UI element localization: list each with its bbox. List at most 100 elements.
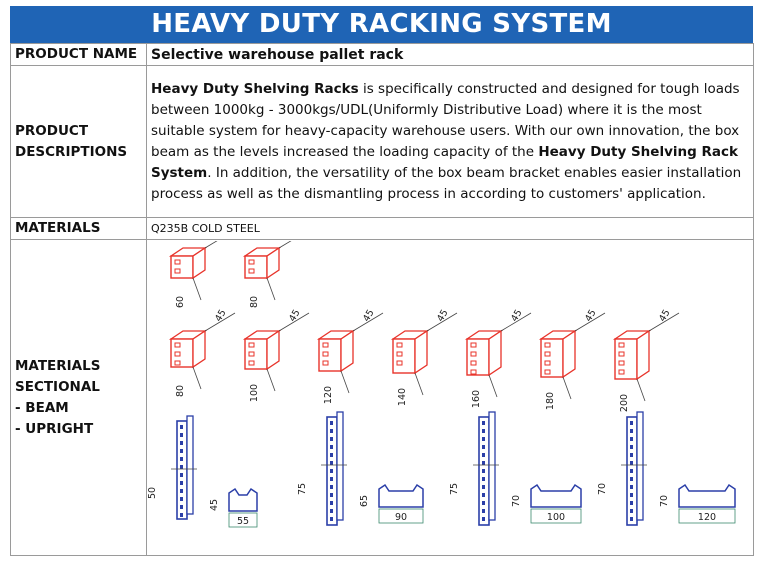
beam-hole	[174, 351, 181, 356]
upright-hole	[482, 468, 485, 473]
upright-hole	[330, 500, 333, 505]
beam-drawing: 4080	[242, 240, 292, 308]
dim-line	[340, 370, 350, 393]
descriptions-label-line1: PRODUCT	[15, 122, 89, 139]
beam-width-label: 45	[509, 307, 525, 323]
beam-hole	[470, 369, 477, 374]
beam-hole	[248, 351, 255, 356]
descriptions-label: PRODUCT DESCRIPTIONS	[10, 65, 147, 218]
beam-drawing: 45 160	[464, 307, 532, 408]
upright-hole	[330, 460, 333, 465]
profile-height-label: 70	[659, 494, 670, 506]
desc-text-1: is specifically constructed and designed…	[151, 80, 740, 160]
sectional-label: MATERIALS SECTIONAL - BEAM - UPRIGHT	[10, 239, 147, 556]
upright-hole	[630, 460, 633, 465]
beam-side-face	[266, 329, 280, 370]
beam-front-face	[614, 337, 638, 380]
upright-hole	[630, 420, 633, 425]
upright-side	[186, 414, 194, 515]
beam-hole	[174, 259, 181, 264]
beam-side-face	[636, 329, 650, 380]
beam-side-face	[192, 329, 206, 368]
profile-width-box	[378, 508, 424, 523]
dim-line	[278, 240, 292, 248]
upright-hole	[630, 444, 633, 449]
beam-hole	[544, 360, 551, 365]
beam-side-face	[266, 246, 280, 279]
upright-drawing: 75 90 65	[297, 410, 424, 526]
upright-hole	[330, 420, 333, 425]
upright-hole	[482, 484, 485, 489]
beam-hole	[470, 342, 477, 347]
beam-width-label: 45	[213, 307, 229, 323]
upright-hole	[330, 444, 333, 449]
profile-width-label: 120	[698, 512, 716, 523]
beam-hole	[174, 360, 181, 365]
profile-width-label: 55	[237, 516, 249, 527]
beam-hole	[544, 342, 551, 347]
dim-line	[648, 312, 680, 331]
upright-hole	[330, 516, 333, 521]
dim-line	[500, 312, 532, 331]
descriptions-text: Heavy Duty Shelving Racks is specificall…	[146, 65, 754, 218]
upright-profile	[378, 483, 424, 508]
upright-hole	[330, 436, 333, 441]
upright-dim-label: 75	[297, 482, 308, 494]
dim-line	[266, 277, 276, 300]
dim-line	[266, 368, 276, 391]
sectional-label-line1: MATERIALS	[15, 357, 101, 374]
sectional-label-line2: SECTIONAL	[15, 378, 100, 395]
beam-side-face	[192, 246, 206, 279]
beam-side-face	[414, 329, 428, 374]
beam-height-label: 180	[545, 391, 556, 409]
upright-hole	[330, 508, 333, 513]
upright-dim-label: 75	[449, 482, 460, 494]
dim-line	[192, 366, 202, 389]
upright-hole	[482, 492, 485, 497]
beam-side-face	[488, 329, 502, 376]
profile-height-label: 45	[209, 498, 220, 510]
dim-line	[426, 312, 458, 331]
dim-line	[636, 378, 646, 401]
upright-hole	[330, 476, 333, 481]
beam-hole	[618, 342, 625, 347]
upright-profile	[228, 487, 258, 512]
profile-width-label: 100	[547, 512, 565, 523]
upright-hole	[482, 444, 485, 449]
beam-front-face	[170, 254, 194, 279]
upright-hole	[180, 464, 183, 469]
beam-hole	[470, 360, 477, 365]
beam-hole	[396, 342, 403, 347]
profile-height-label: 70	[511, 494, 522, 506]
beam-height-label: 160	[471, 389, 482, 407]
upright-side	[488, 410, 496, 521]
upright-hole	[180, 424, 183, 429]
row-descriptions: PRODUCT DESCRIPTIONS Heavy Duty Shelving…	[10, 65, 754, 218]
beam-width-label: 45	[657, 307, 673, 323]
upright-drawing: 75 100 70	[449, 410, 582, 526]
upright-hole	[482, 436, 485, 441]
upright-hole	[330, 468, 333, 473]
upright-profile	[678, 483, 736, 508]
upright-hole	[180, 504, 183, 509]
upright-hole	[330, 484, 333, 489]
upright-side	[336, 410, 344, 521]
upright-hole	[630, 452, 633, 457]
profile-width-label: 90	[395, 512, 407, 523]
upright-hole	[180, 512, 183, 517]
beam-hole	[544, 369, 551, 374]
beam-hole	[248, 259, 255, 264]
row-product-name: PRODUCT NAME Selective warehouse pallet …	[10, 43, 754, 66]
beam-height-label: 60	[175, 295, 186, 307]
beam-hole	[322, 351, 329, 356]
beam-front-face	[466, 337, 490, 376]
beam-front-face	[170, 337, 194, 368]
product-name-label: PRODUCT NAME	[10, 43, 147, 66]
upright-dim-label: 50	[147, 486, 158, 498]
profile-height-label: 65	[359, 494, 370, 506]
upright-hole	[330, 452, 333, 457]
beam-hole	[174, 342, 181, 347]
